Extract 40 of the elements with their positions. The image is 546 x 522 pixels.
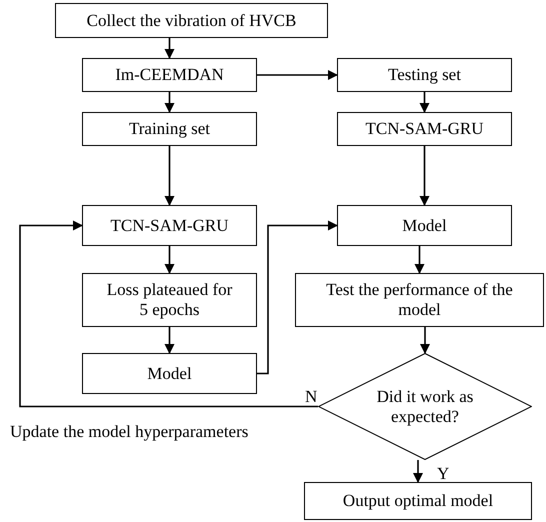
node-text: TCN-SAM-GRU [109, 216, 230, 236]
node-text: Loss plateaued for 5 epochs [106, 280, 234, 320]
process-box [82, 353, 257, 394]
arrow [257, 70, 338, 80]
node-text: Did it work as expected? [376, 386, 474, 426]
process-box [337, 112, 512, 146]
arrow [414, 246, 424, 274]
process-box [82, 273, 257, 327]
node-text: Output optimal model [342, 491, 494, 511]
arrow [420, 92, 430, 113]
process-box [337, 205, 512, 246]
arrow [164, 38, 174, 59]
process-box [337, 58, 512, 92]
process-box [304, 482, 532, 520]
edge-label: N [305, 388, 318, 405]
arrow [164, 92, 174, 113]
arrow [19, 220, 318, 408]
node-text: TCN-SAM-GRU [364, 119, 485, 139]
arrow [420, 146, 430, 206]
arrow [420, 327, 430, 354]
arrow [164, 146, 174, 206]
node-text: Test the performance of the model [325, 280, 514, 320]
node-text: Im-CEEMDAN [114, 65, 225, 85]
edge-label: Y [437, 465, 450, 482]
arrow [164, 327, 174, 354]
node-text: Training set [128, 119, 212, 139]
decision-diamond [318, 353, 532, 460]
process-box [82, 205, 257, 246]
arrow [164, 246, 174, 274]
process-box [82, 112, 257, 146]
process-box [82, 58, 257, 92]
node-text: Model [401, 216, 448, 236]
process-box [295, 273, 544, 327]
node-text: Testing set [387, 65, 462, 85]
note-text: Update the model hyperparameters [10, 422, 248, 442]
node-text: Model [146, 364, 193, 384]
arrow [413, 460, 423, 483]
arrow [257, 220, 338, 374]
process-box [55, 3, 328, 38]
node-text: Collect the vibration of HVCB [86, 10, 298, 30]
